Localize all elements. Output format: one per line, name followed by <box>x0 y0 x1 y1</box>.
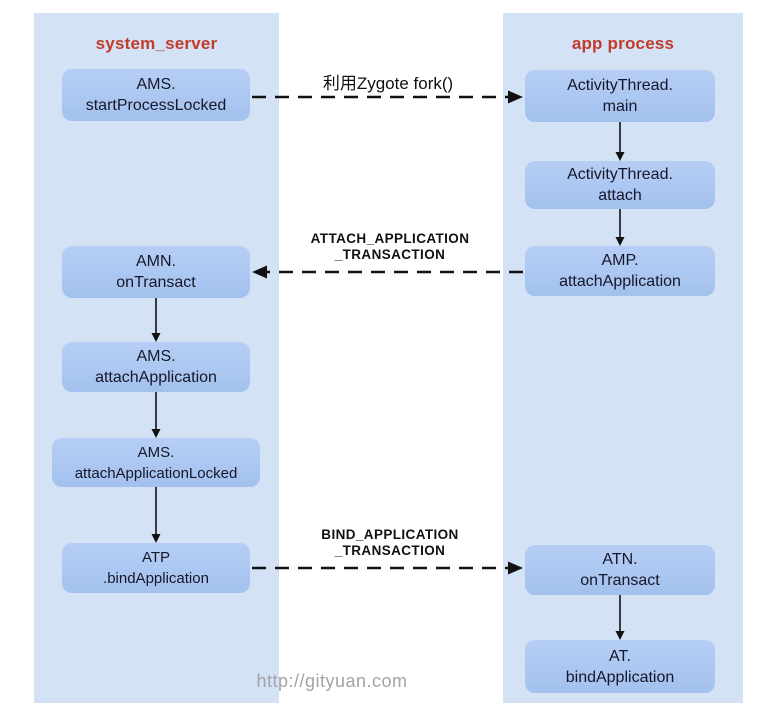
box-atp-bindapplication: ATP .bindApplication <box>62 543 250 593</box>
flow-arrow-ontransact-to-bindapplication <box>615 595 625 640</box>
box-ams-startprocesslocked: AMS. startProcessLocked <box>62 69 250 121</box>
box-text-line: onTransact <box>580 572 660 589</box>
box-text-line: AMP. <box>601 252 639 269</box>
watermark: http://gityuan.com <box>256 671 408 691</box>
box-text-line: .bindApplication <box>103 570 209 587</box>
flow-arrow-ontransact-to-attachapplication <box>151 298 161 342</box>
label-attach-transaction: ATTACH_APPLICATION _TRANSACTION <box>311 231 470 263</box>
box-text-line: ATP <box>141 549 171 566</box>
box-activitythread-attach: ActivityThread. attach <box>525 161 715 209</box>
box-atn-ontransact: ATN. onTransact <box>525 545 715 595</box>
box-text-line: AMS. <box>136 76 176 93</box>
flow-arrow-locked-to-bindapplication <box>151 487 161 543</box>
flow-arrow-attachapplication-to-locked <box>151 392 161 438</box>
box-text-line: ActivityThread. <box>567 77 673 94</box>
label-zygote-fork: 利用Zygote fork() <box>322 74 454 93</box>
box-text-line: attachApplicationLocked <box>74 464 238 482</box>
box-amp-attachapplication: AMP. attachApplication <box>525 246 715 296</box>
box-text-line: AT. <box>609 647 631 665</box>
label-bind-transaction-line2: _TRANSACTION <box>334 543 446 558</box>
box-text-line: attachApplication <box>95 369 217 386</box>
dashed-arrow-attach-transaction <box>252 265 523 279</box>
box-activitythread-main: ActivityThread. main <box>525 70 715 122</box>
box-text-line: AMS. <box>136 348 176 365</box>
label-bind-transaction: BIND_APPLICATION _TRANSACTION <box>321 527 458 559</box>
panel-title-system-server: system_server <box>95 34 218 53</box>
box-text-line: bindApplication <box>565 668 675 686</box>
box-ams-attachapplication: AMS. attachApplication <box>62 342 250 392</box>
box-text-line: startProcessLocked <box>85 97 227 114</box>
box-text-line: AMS. <box>137 443 175 461</box>
box-text-line: onTransact <box>116 274 196 291</box>
dashed-arrow-bind-transaction <box>252 561 523 575</box>
label-bind-transaction-line1: BIND_APPLICATION <box>321 527 459 542</box>
box-ams-attachapplicationlocked: AMS. attachApplicationLocked <box>52 438 260 487</box>
flow-arrow-main-to-attach <box>615 122 625 161</box>
box-text-line: main <box>602 98 638 115</box>
panel-title-app-process: app process <box>571 34 675 53</box>
box-text-line: ActivityThread. <box>567 166 673 183</box>
label-attach-transaction-line2: _TRANSACTION <box>334 247 446 262</box>
box-text-line: attachApplication <box>559 273 681 290</box>
box-amn-ontransact: AMN. onTransact <box>62 246 250 298</box>
box-text-line: attach <box>598 187 642 204</box>
label-attach-transaction-line1: ATTACH_APPLICATION <box>310 231 470 246</box>
dashed-arrow-zygote-fork <box>252 90 523 104</box>
box-at-bindapplication: AT. bindApplication <box>525 640 715 693</box>
box-text-line: ATN. <box>602 551 638 568</box>
box-text-line: AMN. <box>136 253 176 270</box>
flow-arrow-attach-to-attachapplication <box>615 209 625 246</box>
